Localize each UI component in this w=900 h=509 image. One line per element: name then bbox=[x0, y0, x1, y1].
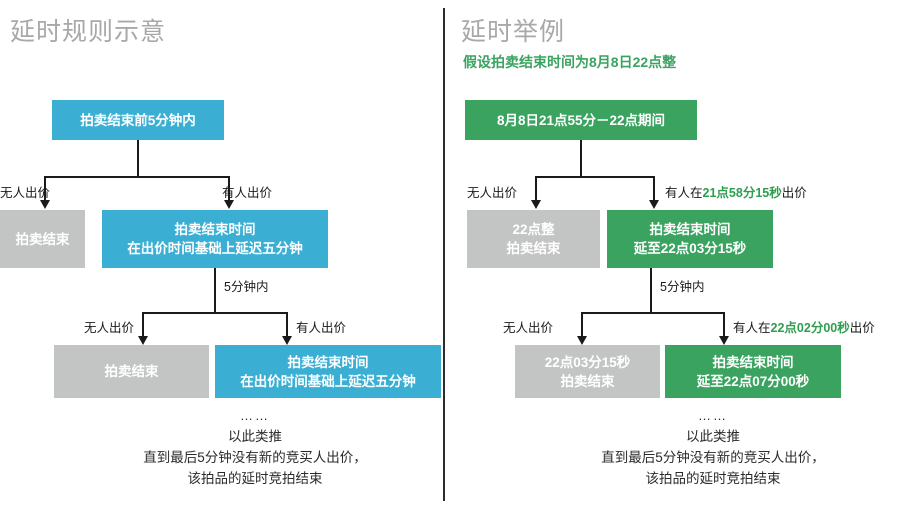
right-branch2-right-drop bbox=[723, 312, 725, 340]
left-root-box: 拍卖结束前5分钟内 bbox=[52, 100, 224, 140]
left-branch1-label-left: 无人出价 bbox=[0, 186, 51, 200]
right-panel: 延时举例 假设拍卖结束时间为8月8日22点整 8月8日21点55分－22点期间 … bbox=[443, 0, 900, 509]
left-branch2-label-left: 无人出价 bbox=[84, 321, 135, 335]
right-mid-label: 5分钟内 bbox=[660, 280, 705, 294]
left-panel-title: 延时规则示意 bbox=[10, 18, 167, 46]
right-branch1-box-left: 22点整 拍卖结束 bbox=[467, 210, 600, 268]
right-branch1-bar bbox=[535, 176, 655, 178]
right-branch2-left-arrow bbox=[577, 336, 587, 345]
right-branch2-label-right: 有人在22点02分00秒出价 bbox=[733, 317, 875, 336]
right-branch2-label-right-highlight: 22点02分00秒 bbox=[770, 321, 850, 335]
left-branch2-box-right-line1: 拍卖结束时间 bbox=[287, 354, 369, 370]
right-branch2-box-right-line1: 拍卖结束时间 bbox=[712, 354, 794, 370]
left-panel: 延时规则示意 拍卖结束前5分钟内 无人出价 有人出价 拍卖结束 拍卖结束时间 在… bbox=[0, 0, 443, 509]
right-footer: …… 以此类推 直到最后5分钟没有新的竞买人出价， 该拍品的延时竞拍结束 bbox=[528, 405, 898, 489]
left-branch2-box-left: 拍卖结束 bbox=[54, 345, 209, 398]
right-branch2-label-right-post: 出价 bbox=[849, 321, 875, 335]
right-root-box-label: 8月8日21点55分－22点期间 bbox=[496, 112, 666, 128]
right-branch1-box-left-line2: 拍卖结束 bbox=[506, 241, 561, 256]
right-branch2-label-left: 无人出价 bbox=[503, 321, 554, 335]
left-branch1-box-right: 拍卖结束时间 在出价时间基础上延迟五分钟 bbox=[102, 210, 328, 268]
right-panel-title: 延时举例 bbox=[461, 18, 566, 46]
left-branch1-box-left: 拍卖结束 bbox=[0, 210, 85, 268]
panel-divider bbox=[443, 8, 445, 501]
left-root-box-label: 拍卖结束前5分钟内 bbox=[80, 112, 196, 128]
left-footer-line3: 该拍品的延时竞拍结束 bbox=[187, 471, 323, 486]
left-branch2-right-arrow bbox=[282, 336, 292, 345]
right-branch1-label-right-post: 出价 bbox=[781, 186, 807, 200]
left-branch2-box-right: 拍卖结束时间 在出价时间基础上延迟五分钟 bbox=[215, 345, 441, 398]
left-branch2-label-right: 有人出价 bbox=[296, 321, 347, 335]
right-branch1-label-left: 无人出价 bbox=[467, 186, 518, 200]
right-branch2-box-left: 22点03分15秒 拍卖结束 bbox=[515, 345, 660, 398]
left-mid-stem bbox=[214, 268, 216, 314]
left-branch2-box-left-label: 拍卖结束 bbox=[104, 364, 159, 379]
left-branch1-box-right-line2: 在出价时间基础上延迟五分钟 bbox=[127, 241, 303, 256]
left-footer: …… 以此类推 直到最后5分钟没有新的竞买人出价， 该拍品的延时竞拍结束 bbox=[70, 405, 440, 489]
left-branch1-right-drop bbox=[228, 176, 230, 204]
right-branch2-right-arrow bbox=[719, 336, 729, 345]
left-branch2-box-right-line2: 在出价时间基础上延迟五分钟 bbox=[240, 373, 416, 389]
right-footer-line2: 直到最后5分钟没有新的竞买人出价， bbox=[601, 450, 825, 465]
left-mid-label: 5分钟内 bbox=[224, 280, 269, 294]
right-footer-line1: 以此类推 bbox=[686, 429, 740, 444]
left-root-stem bbox=[137, 140, 139, 178]
left-branch2-right-drop bbox=[286, 312, 288, 340]
right-root-stem bbox=[580, 140, 582, 178]
right-branch1-box-left-line1: 22点整 bbox=[512, 222, 555, 237]
right-branch2-bar bbox=[581, 312, 725, 314]
right-branch1-right-arrow bbox=[649, 200, 659, 209]
right-branch1-label-right-highlight: 21点58分15秒 bbox=[702, 186, 782, 200]
right-footer-dots: …… bbox=[698, 408, 728, 423]
left-branch2-left-arrow bbox=[138, 336, 148, 345]
right-branch1-label-right-pre: 有人在 bbox=[665, 186, 703, 200]
right-mid-stem bbox=[650, 268, 652, 314]
right-branch1-left-drop bbox=[535, 176, 537, 204]
left-branch1-box-left-label: 拍卖结束 bbox=[15, 231, 70, 247]
right-branch2-left-drop bbox=[581, 312, 583, 340]
right-branch1-box-right-line1: 拍卖结束时间 bbox=[649, 222, 731, 237]
left-branch1-left-arrow bbox=[40, 200, 50, 209]
left-branch2-left-drop bbox=[142, 312, 144, 340]
right-branch1-label-right: 有人在21点58分15秒出价 bbox=[665, 182, 807, 201]
left-branch1-left-drop bbox=[44, 176, 46, 204]
right-branch2-box-right-line2: 延至22点07分00秒 bbox=[696, 373, 810, 389]
right-branch2-box-left-line1: 22点03分15秒 bbox=[544, 354, 631, 370]
left-branch1-bar bbox=[44, 176, 230, 178]
right-branch2-label-right-pre: 有人在 bbox=[733, 321, 771, 335]
left-branch1-label-right: 有人出价 bbox=[222, 186, 273, 200]
right-branch1-right-drop bbox=[653, 176, 655, 204]
left-branch2-bar bbox=[142, 312, 288, 314]
left-footer-line1: 以此类推 bbox=[228, 429, 282, 444]
left-branch1-right-arrow bbox=[224, 200, 234, 209]
right-branch1-box-right: 拍卖结束时间 延至22点03分15秒 bbox=[607, 210, 773, 268]
left-footer-dots: …… bbox=[240, 408, 270, 423]
right-root-box: 8月8日21点55分－22点期间 bbox=[465, 100, 697, 140]
right-branch1-box-right-line2: 延至22点03分15秒 bbox=[633, 241, 747, 256]
left-branch1-box-right-line1: 拍卖结束时间 bbox=[174, 222, 256, 237]
right-branch1-left-arrow bbox=[531, 200, 541, 209]
right-footer-line3: 该拍品的延时竞拍结束 bbox=[645, 471, 781, 486]
left-footer-line2: 直到最后5分钟没有新的竞买人出价， bbox=[143, 450, 367, 465]
right-panel-subtitle: 假设拍卖结束时间为8月8日22点整 bbox=[463, 54, 677, 70]
right-branch2-box-right: 拍卖结束时间 延至22点07分00秒 bbox=[665, 345, 841, 398]
right-branch2-box-left-line2: 拍卖结束 bbox=[560, 373, 615, 389]
